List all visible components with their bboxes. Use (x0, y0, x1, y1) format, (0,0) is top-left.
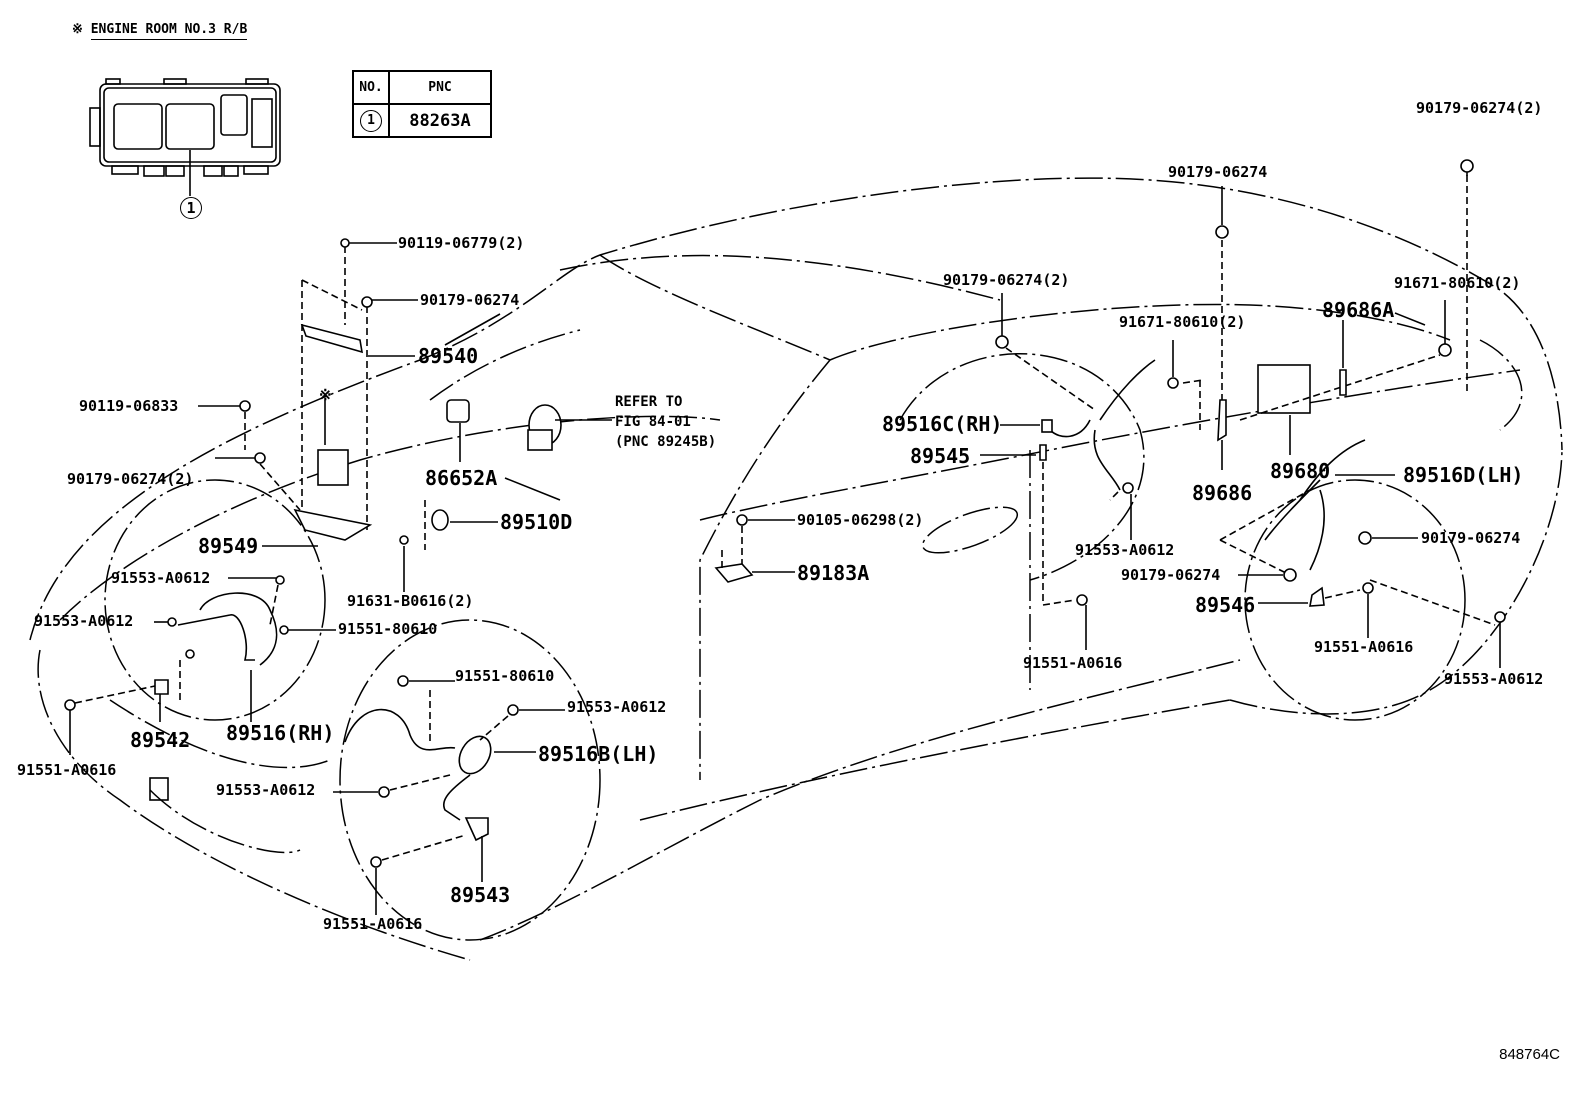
relay-slot (113, 103, 163, 150)
centre-components (714, 514, 795, 583)
relay-marker: ※ (319, 386, 332, 404)
part-label[interactable]: 90119-06833 (79, 397, 179, 415)
part-label[interactable]: 89516B(LH) (538, 742, 659, 766)
front-rh-sensor-harness (64, 575, 336, 755)
row-no: 1 (352, 103, 390, 138)
part-label[interactable]: 90179-06274 (1421, 529, 1521, 547)
part-label[interactable]: 91551-80610 (338, 620, 438, 638)
reference-note-line1: REFER TO (615, 394, 683, 410)
part-label[interactable]: 89549 (198, 534, 259, 558)
part-label[interactable]: 89545 (910, 444, 971, 468)
part-label[interactable]: 91553-A0612 (567, 698, 667, 716)
part-label[interactable]: 91553-A0612 (1444, 670, 1544, 688)
front-components (198, 238, 612, 592)
part-label[interactable]: 90179-06274 (1168, 163, 1268, 181)
header-pnc: PNC (388, 70, 492, 105)
part-label[interactable]: 90179-06274 (420, 291, 520, 309)
part-label[interactable]: 91553-A0612 (1075, 541, 1175, 559)
part-label[interactable]: 90179-06274(2) (67, 470, 194, 488)
part-label[interactable]: 89542 (130, 728, 191, 752)
part-label[interactable]: 91551-A0616 (1023, 654, 1123, 672)
part-label[interactable]: 91553-A0612 (216, 781, 316, 799)
car-body (29, 177, 1563, 961)
row-pnc[interactable]: 88263A (388, 103, 492, 138)
inset-callout: 1 (180, 197, 202, 219)
relay-box-inset (89, 78, 281, 196)
part-label[interactable]: 90179-06274(2) (943, 271, 1070, 289)
part-label[interactable]: 89543 (450, 883, 511, 907)
reference-note-line3: (PNC 89245B) (615, 434, 717, 450)
part-label[interactable]: 91551-A0616 (323, 915, 423, 933)
spiral-cable (527, 429, 553, 451)
callout-number: 1 (180, 197, 202, 219)
inset-title-mark: ※ (72, 22, 83, 37)
row-no-circle: 1 (360, 110, 382, 132)
part-label[interactable]: 90119-06779(2) (398, 234, 525, 252)
relay-component (317, 449, 349, 486)
part-label[interactable]: 91551-A0616 (17, 761, 117, 779)
part-label[interactable]: 91671-80610(2) (1119, 313, 1246, 331)
part-label[interactable]: 89516D(LH) (1403, 463, 1524, 487)
header-no: NO. (352, 70, 390, 105)
part-label[interactable]: 91551-80610 (455, 667, 555, 685)
part-label[interactable]: 89510D (500, 510, 573, 534)
part-label[interactable]: 89540 (418, 344, 479, 368)
sensor-86652a (446, 399, 470, 423)
part-label[interactable]: 86652A (425, 466, 498, 490)
part-label[interactable]: 91553-A0612 (34, 612, 134, 630)
part-label[interactable]: 91631-B0616(2) (347, 592, 474, 610)
figure-code: 848764C (1499, 1046, 1560, 1063)
table-row: 1 88263A (352, 103, 492, 138)
part-label[interactable]: 89516(RH) (226, 721, 335, 745)
part-label[interactable]: 91671-80610(2) (1394, 274, 1521, 292)
inset-title-text: ENGINE ROOM NO.3 R/B (90, 22, 248, 40)
part-label[interactable]: 91551-A0616 (1314, 638, 1414, 656)
part-label[interactable]: 90179-06274(2) (1416, 99, 1543, 117)
part-label[interactable]: 89546 (1195, 593, 1256, 617)
part-label[interactable]: 89183A (797, 561, 870, 585)
inset-title: ※ ENGINE ROOM NO.3 R/B (72, 22, 248, 40)
part-label[interactable]: 89680 (1270, 459, 1331, 483)
part-label[interactable]: 90179-06274 (1121, 566, 1221, 584)
relay-slot-1 (165, 103, 215, 150)
front-lh-sensor-harness (333, 675, 565, 915)
part-label[interactable]: 89686 (1192, 481, 1253, 505)
pnc-table-header: NO. PNC (352, 70, 492, 105)
part-label[interactable]: 89516C(RH) (882, 412, 1003, 436)
pnc-table: NO. PNC 1 88263A (352, 70, 492, 138)
part-label[interactable]: 89686A (1322, 298, 1395, 322)
reference-note-line2[interactable]: FIG 84-01 (615, 414, 691, 430)
part-label[interactable]: 90105-06298(2) (797, 511, 924, 529)
rear-components (980, 159, 1506, 668)
part-label[interactable]: 91553-A0612 (111, 569, 211, 587)
